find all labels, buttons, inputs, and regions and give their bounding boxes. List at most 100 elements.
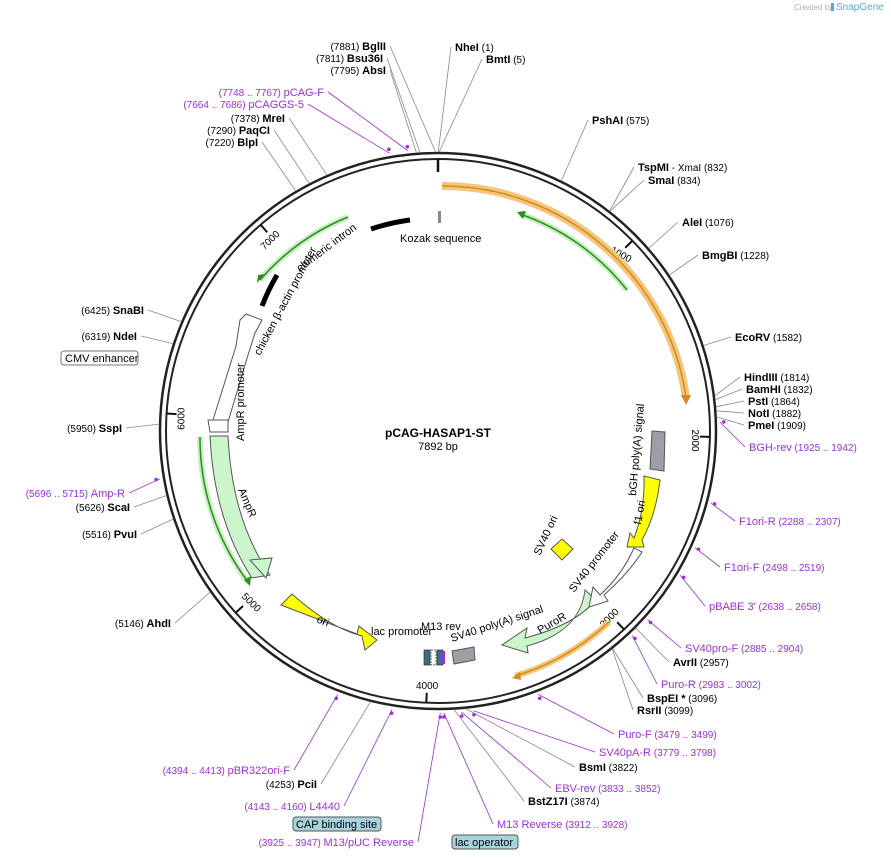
cap-binding-site-box[interactable] — [292, 816, 382, 832]
enzyme-label[interactable]: EcoRV (1582) — [735, 332, 802, 344]
enzyme-label[interactable]: BspEI * (3096) — [647, 693, 717, 705]
m13-rev-block[interactable] — [441, 651, 445, 664]
enzyme-label[interactable]: RsrII (3099) — [637, 705, 693, 717]
primer-position: (4143 .. 4160) — [244, 802, 309, 813]
enzyme-label[interactable]: NotI (1882) — [748, 408, 801, 420]
enzyme-position: (5626) — [76, 503, 108, 514]
sv40-polya-block[interactable] — [451, 646, 476, 665]
enzyme-label[interactable]: (7811) Bsu36I — [316, 53, 383, 65]
sv40-promoter-arrow[interactable] — [588, 547, 643, 608]
enzyme-name: PstI — [748, 396, 768, 408]
ampr-arrow[interactable] — [209, 435, 271, 579]
primer-label[interactable]: (5696 .. 5715) Amp-R — [26, 488, 125, 500]
orf-arrowhead[interactable] — [681, 395, 691, 405]
enzyme-name: SspI — [99, 423, 122, 435]
primer-label[interactable]: SV40pA-R (3779 .. 3798) — [599, 747, 716, 759]
enzyme-label[interactable]: (6425) SnaBI — [81, 305, 144, 317]
primer-label[interactable]: (7664 .. 7686) pCAGGS-5 — [183, 99, 304, 111]
f1-ori-arrow[interactable] — [626, 475, 661, 548]
enzyme-label[interactable]: SmaI (834) — [648, 175, 700, 187]
enzyme-label[interactable]: HindIII (1814) — [744, 372, 809, 384]
enzyme-label[interactable]: NheI (1) — [455, 42, 494, 54]
enzyme-label[interactable]: PmeI (1909) — [748, 420, 806, 432]
primer-label[interactable]: Puro-R (2983 .. 3002) — [661, 679, 761, 691]
orange-arc-lower[interactable] — [514, 621, 610, 677]
kozak-marker[interactable] — [438, 211, 441, 223]
enzyme-label[interactable]: BmgBI (1228) — [702, 250, 769, 262]
cap-binding-site-block[interactable] — [423, 649, 431, 666]
ori-arrow[interactable] — [280, 593, 378, 651]
enzyme-label[interactable]: PshAI (575) — [592, 115, 649, 127]
chimeric-intron-arc[interactable] — [259, 216, 349, 281]
primer-label[interactable]: F1ori-F (2498 .. 2519) — [724, 562, 825, 574]
enzyme-label[interactable]: TspMI - XmaI (832) — [638, 162, 727, 174]
primer-site-marker — [648, 620, 653, 625]
enzyme-site-line — [612, 648, 644, 699]
enzyme-label[interactable]: (4253) PciI — [266, 779, 317, 791]
orf-arc — [441, 185, 687, 399]
green-arc-right[interactable] — [519, 213, 628, 291]
cag-promoter-arc[interactable] — [370, 217, 411, 232]
enzyme-label[interactable]: BamHI (1832) — [746, 384, 813, 396]
enzyme-name: AleI — [682, 217, 702, 229]
primer-site-marker — [438, 715, 443, 719]
beta-actin-promoter-arc[interactable] — [259, 273, 280, 307]
primer-label[interactable]: (3925 .. 3947) M13/pUC Reverse — [258, 837, 414, 849]
enzyme-position: (7290) — [207, 126, 239, 137]
primer-name: pCAG-F — [284, 87, 325, 99]
enzyme-label[interactable]: (7881) BglII — [330, 41, 386, 53]
enzyme-label[interactable]: (5950) SspI — [67, 423, 122, 435]
enzyme-label[interactable]: BsmI (3822) — [579, 762, 638, 774]
cmv-enhancer-box[interactable] — [60, 350, 139, 366]
sv40-ori-block[interactable] — [550, 538, 574, 561]
enzyme-lines-group — [125, 45, 745, 802]
primer-label[interactable]: F1ori-R (2288 .. 2307) — [739, 516, 841, 528]
enzyme-position: (1814) — [778, 373, 810, 384]
enzyme-label[interactable]: (7290) PaqCI — [207, 125, 270, 137]
enzyme-position: (1832) — [781, 385, 813, 396]
primer-label[interactable]: M13 Reverse (3912 .. 3928) — [497, 819, 627, 831]
lac-operator-label: lac operator — [455, 837, 513, 849]
primer-label[interactable]: Puro-F (3479 .. 3499) — [618, 729, 717, 741]
enzyme-label[interactable]: PstI (1864) — [748, 396, 800, 408]
enzyme-name: NdeI — [113, 331, 137, 343]
primer-label[interactable]: BGH-rev (1925 .. 1942) — [749, 442, 857, 454]
puror-arrow[interactable] — [500, 588, 597, 654]
enzyme-position: (5516) — [82, 530, 114, 541]
ampr-promoter-box[interactable] — [207, 419, 229, 433]
enzyme-name: ScaI — [107, 502, 130, 514]
bgh-polya-block[interactable] — [649, 430, 666, 472]
enzyme-position: (1864) — [768, 397, 800, 408]
primer-label[interactable]: pBABE 3' (2638 .. 2658) — [709, 601, 821, 613]
primer-site-line — [719, 421, 746, 448]
enzyme-label[interactable]: AvrII (2957) — [673, 657, 729, 669]
enzyme-position: (832) — [701, 163, 727, 174]
enzyme-position: (7811) — [316, 54, 347, 65]
enzyme-name: BspEI — [647, 693, 678, 705]
green-arc-left[interactable] — [199, 436, 249, 583]
primer-label[interactable]: (4143 .. 4160) L4440 — [244, 801, 340, 813]
enzyme-label[interactable]: BmtI (5) — [486, 54, 525, 66]
enzyme-label[interactable]: (6319) NdeI — [81, 331, 137, 343]
primer-site-line — [538, 694, 615, 735]
orange-arc-lower-arrowhead — [512, 672, 521, 680]
cmv-enhancer-arrow[interactable] — [212, 313, 263, 423]
primer-label[interactable]: (4394 .. 4413) pBR322ori-F — [163, 765, 291, 777]
enzyme-label[interactable]: (7220) BlpI — [206, 137, 258, 149]
primer-label[interactable]: (7748 .. 7767) pCAG-F — [219, 87, 325, 99]
watermark-brand: SnapGene — [836, 2, 884, 13]
enzyme-label[interactable]: (7378) MreI — [231, 113, 285, 125]
enzyme-label[interactable]: AleI (1076) — [682, 217, 734, 229]
enzyme-label[interactable]: BstZ17I (3874) — [528, 796, 599, 808]
enzyme-label[interactable]: (5626) ScaI — [76, 502, 130, 514]
lac-operator-box[interactable] — [451, 834, 519, 850]
primer-position: (3912 .. 3928) — [562, 820, 627, 831]
enzyme-label[interactable]: (5516) PvuI — [82, 529, 137, 541]
enzyme-label[interactable]: (7795) AbsI — [330, 65, 386, 77]
cmv-enhancer-label: CMV enhancer — [65, 353, 139, 365]
primer-name: Puro-R — [661, 679, 696, 691]
enzyme-label[interactable]: (5146) AhdI — [115, 618, 171, 630]
primer-label[interactable]: EBV-rev (3833 .. 3852) — [555, 783, 660, 795]
lac-promoter-block[interactable] — [430, 649, 437, 666]
primer-label[interactable]: SV40pro-F (2885 .. 2904) — [685, 643, 803, 655]
